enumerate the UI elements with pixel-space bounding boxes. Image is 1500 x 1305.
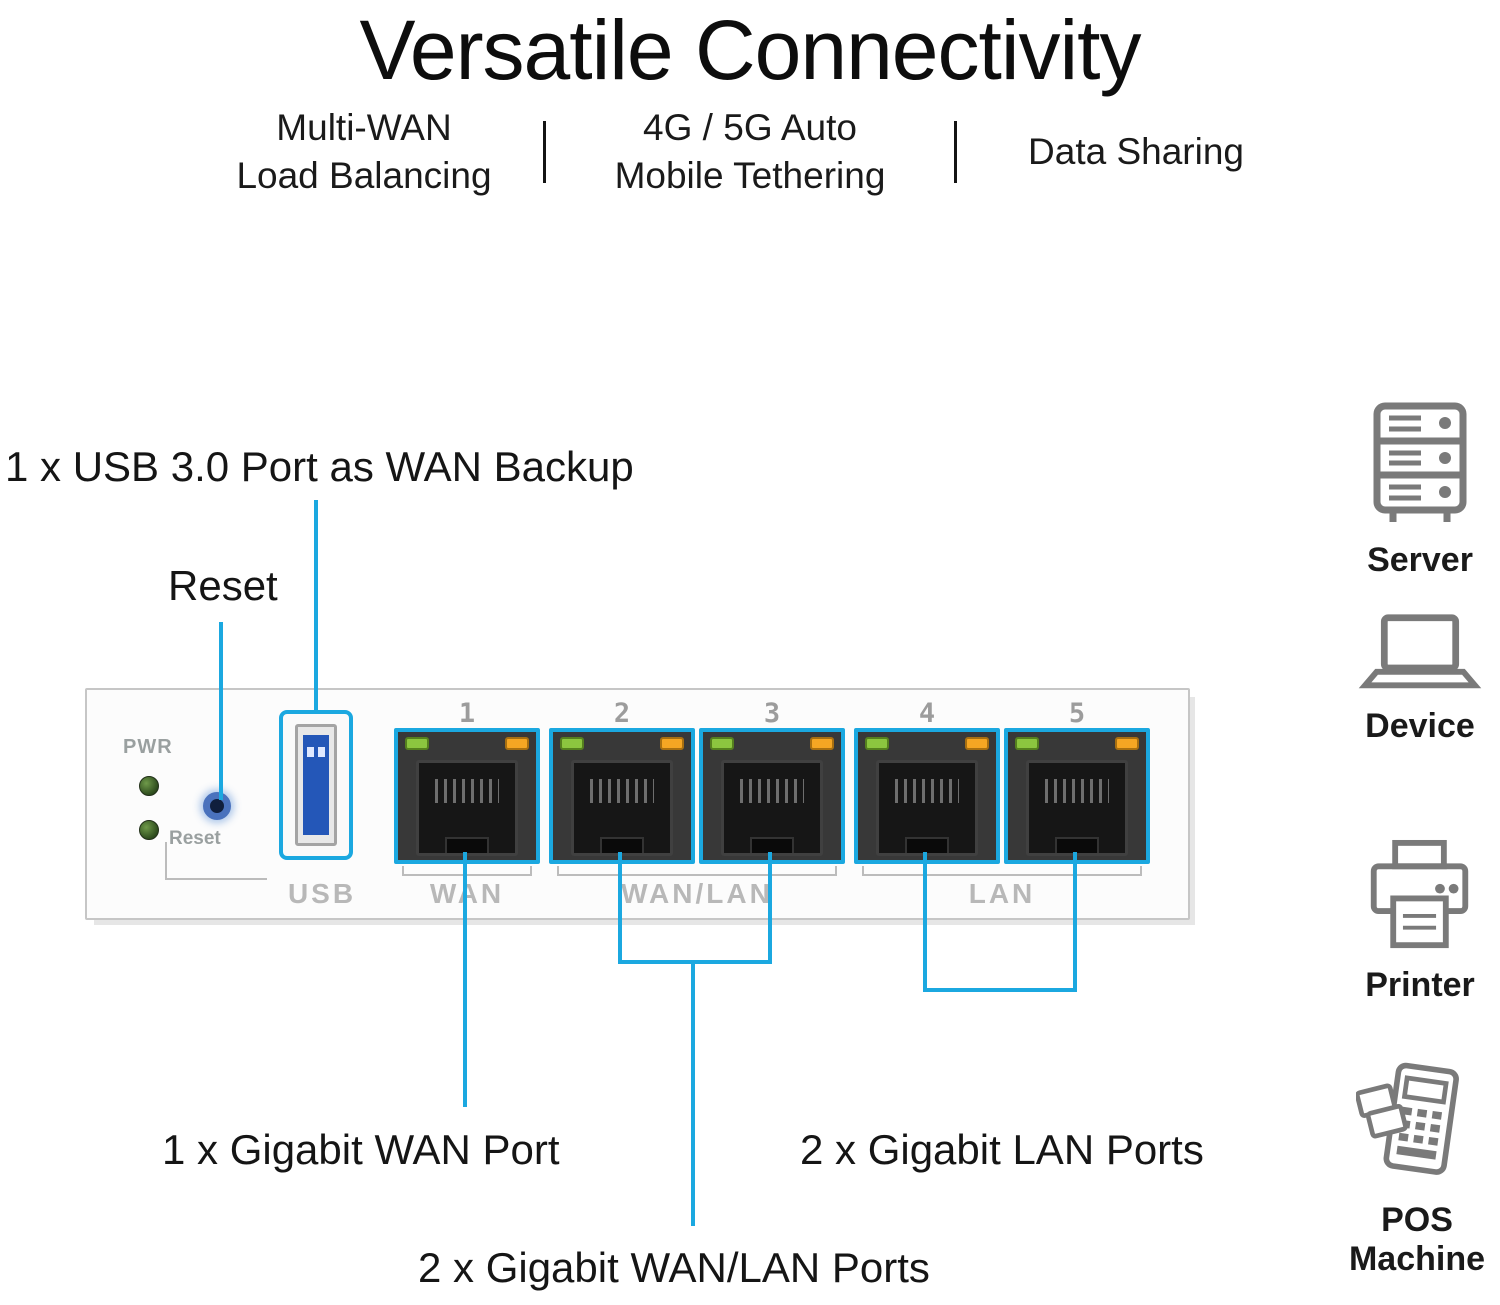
server-icon [1373,402,1467,522]
rj45-jack [1026,760,1128,856]
ethernet-port-2[interactable]: 2 [549,698,695,864]
feature-line: Multi-WAN [276,107,452,148]
link-led-icon [560,737,584,750]
laptop-icon [1358,614,1482,689]
feature-tethering: 4G / 5G Auto Mobile Tethering [560,104,940,200]
usb-pin [307,747,314,757]
wanlan-callout-line-horizontal [618,960,772,964]
activity-led-icon [1115,737,1139,750]
lan-callout-line-left [923,852,927,992]
feature-line: 4G / 5G Auto [643,107,857,148]
side-item-label: POS Machine [1348,1201,1486,1279]
usb-3-tongue [303,735,329,835]
rj45-jack-frame [699,728,845,864]
wanlan-bracket [557,866,837,876]
activity-led-icon [660,737,684,750]
lan-section-label: LAN [968,878,1036,909]
printer-icon [1370,839,1469,949]
reset-button[interactable] [203,792,231,820]
wanlan-callout-line-left [618,852,622,964]
usb-shell [295,724,337,846]
rj45-jack-frame [549,728,695,864]
lan-bracket [862,866,1142,876]
usb-pin [318,747,325,757]
feature-multi-wan: Multi-WAN Load Balancing [199,104,529,200]
port-number: 3 [763,698,781,729]
port-number: 4 [918,698,936,729]
side-item-server: Server [1345,398,1495,580]
side-item-printer: Printer [1345,838,1495,1005]
jack-notch [750,837,794,853]
lan-callout-text: 2 x Gigabit LAN Ports [800,1126,1204,1173]
usb-port[interactable] [279,710,353,860]
wanlan-callout-line-right [768,852,772,964]
rj45-jack-frame [1004,728,1150,864]
feature-line: Load Balancing [236,155,492,197]
jack-notch [600,837,644,853]
jack-pins [1045,779,1109,803]
side-item-pos: POS Machine [1342,1056,1492,1279]
rj45-jack-frame [394,728,540,864]
rj45-jack [571,760,673,856]
pos-terminal-icon [1354,1062,1459,1175]
feature-data-sharing: Data Sharing [971,128,1301,176]
wan-bracket [402,866,532,876]
side-item-device: Device [1345,612,1495,746]
jack-pins [590,779,654,803]
ethernet-port-5[interactable]: 5 [1004,698,1150,864]
router-back-panel: PWR Reset 1 2 [85,688,1190,920]
jack-pins [740,779,804,803]
usb-callout-text: 1 x USB 3.0 Port as WAN Backup [5,443,634,490]
wanlan-callout-line-middle [691,964,695,1226]
reset-callout-line [219,622,223,800]
wanlan-section-label: WAN/LAN [621,878,773,909]
side-item-label: Printer [1365,966,1475,1004]
link-led-icon [710,737,734,750]
wan-callout-line [463,852,467,1107]
jack-pins [895,779,959,803]
lan-callout-line-horizontal [923,988,1077,992]
activity-led-icon [810,737,834,750]
wanlan-callout-text: 2 x Gigabit WAN/LAN Ports [418,1244,930,1291]
reset-callout-text: Reset [168,562,278,609]
reset-silkscreen-label: Reset [169,828,221,849]
power-led [139,776,159,796]
activity-led-icon [965,737,989,750]
port-number: 5 [1068,698,1086,729]
pwr-section-line [165,842,267,880]
side-item-label: Server [1367,541,1473,579]
jack-notch [445,837,489,853]
lan-callout-line-right [1073,852,1077,992]
jack-pins [435,779,499,803]
rj45-jack [721,760,823,856]
wan-section-label: WAN [394,878,540,910]
jack-notch [1055,837,1099,853]
rj45-jack [416,760,518,856]
usb-callout-line [314,500,318,712]
link-led-icon [1015,737,1039,750]
feature-list: Multi-WAN Load Balancing 4G / 5G Auto Mo… [0,104,1500,200]
feature-divider [954,121,957,184]
side-item-label: Device [1365,707,1475,745]
ethernet-port-3[interactable]: 3 [699,698,845,864]
jack-notch [905,837,949,853]
feature-divider [543,121,546,184]
link-led-icon [405,737,429,750]
rj45-jack [876,760,978,856]
ethernet-port-4[interactable]: 4 [854,698,1000,864]
port-number: 2 [613,698,631,729]
status-led [139,820,159,840]
feature-line: Mobile Tethering [614,155,886,197]
wan-callout-text: 1 x Gigabit WAN Port [162,1126,560,1173]
activity-led-icon [505,737,529,750]
rj45-jack-frame [854,728,1000,864]
port-number: 1 [458,698,476,729]
link-led-icon [865,737,889,750]
page-title: Versatile Connectivity [359,3,1141,97]
feature-line: Data Sharing [1028,131,1244,173]
usb-section-label: USB [287,878,357,909]
pwr-label: PWR [123,736,173,758]
ethernet-port-1[interactable]: 1 [394,698,540,864]
